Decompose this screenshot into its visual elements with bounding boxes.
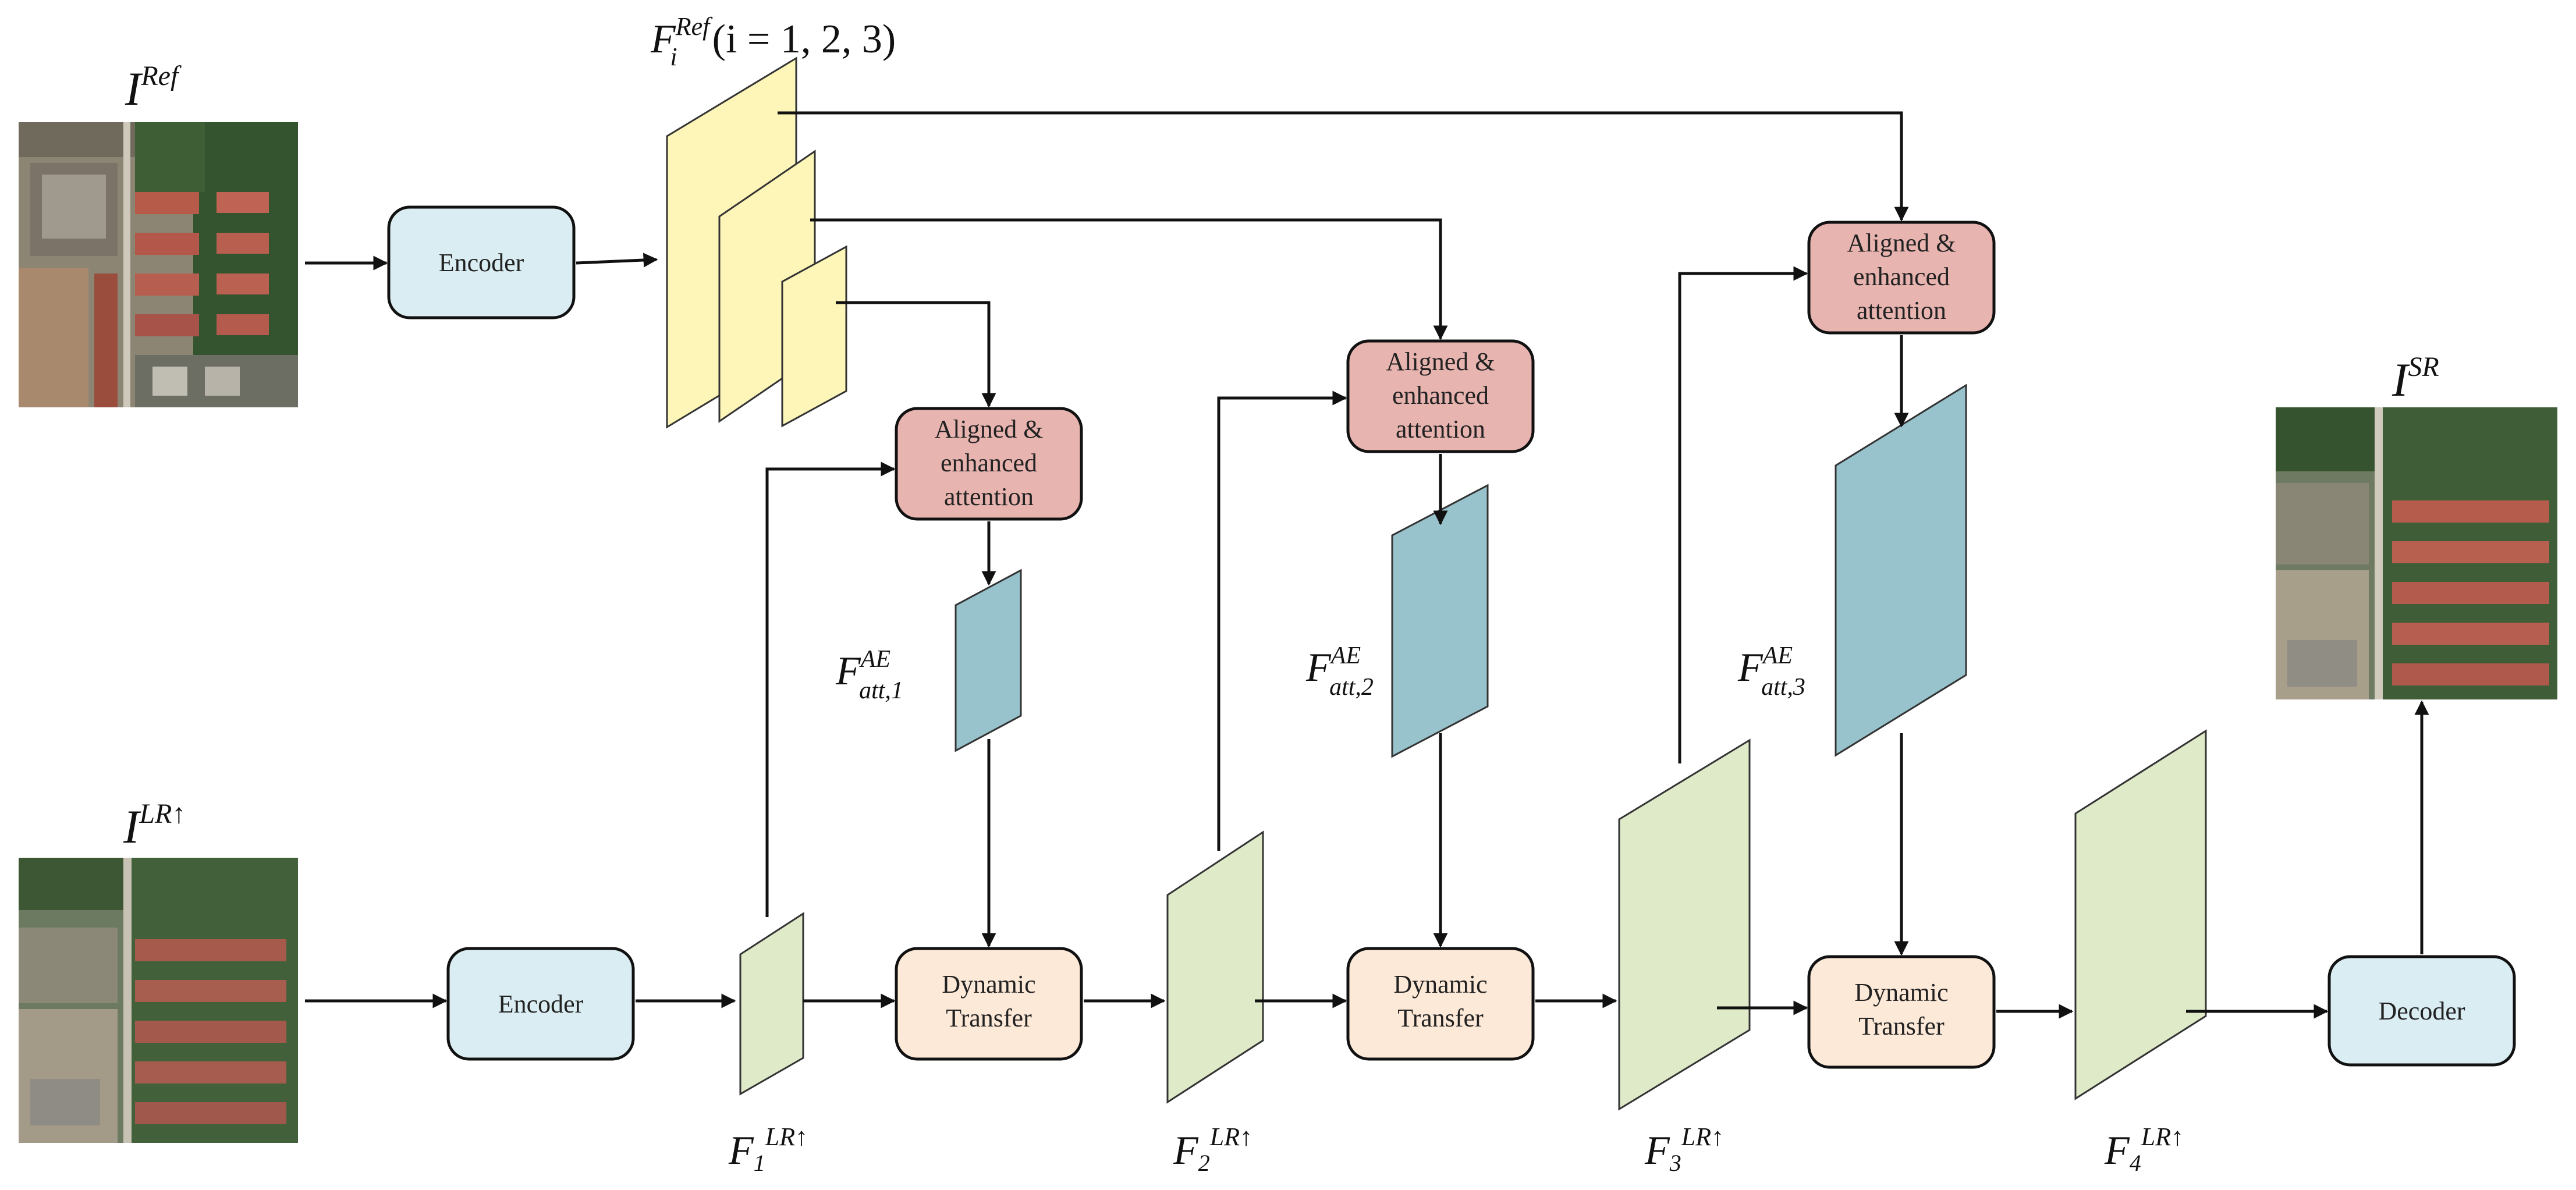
- att-feature-map-2: [1391, 484, 1489, 758]
- svg-text:Decoder: Decoder: [2378, 997, 2465, 1025]
- svg-text:Transfer: Transfer: [1397, 1004, 1484, 1032]
- svg-text:enhanced: enhanced: [1853, 262, 1950, 291]
- svg-text:Dynamic: Dynamic: [942, 970, 1035, 999]
- svg-text:Dynamic: Dynamic: [1854, 978, 1948, 1007]
- svg-text:Transfer: Transfer: [946, 1004, 1032, 1032]
- svg-text:attention: attention: [1857, 296, 1946, 325]
- svg-text:Aligned &: Aligned &: [1847, 229, 1956, 257]
- label-f-lr-3: F3LR↑: [1644, 1122, 1724, 1176]
- reference-image: [19, 122, 298, 407]
- encoder-ref-box: Encoder: [387, 205, 576, 319]
- lr-feature-map-2: [1166, 830, 1264, 1104]
- svg-text:enhanced: enhanced: [941, 449, 1037, 477]
- lr-feature-map-3: [1618, 738, 1751, 1111]
- low-resolution-image: [19, 858, 298, 1143]
- att-feature-map-1: [955, 569, 1022, 752]
- label-f-lr-1: F1LR↑: [728, 1122, 808, 1176]
- dynamic-transfer-box-1: Dynamic Transfer: [895, 947, 1083, 1061]
- decoder-box: Decoder: [2327, 955, 2516, 1067]
- edge-lr-feature-1-to-attention-1: [765, 461, 896, 917]
- svg-text:enhanced: enhanced: [1392, 381, 1489, 410]
- att-feature-map-3: [1835, 383, 1967, 757]
- svg-text:attention: attention: [1396, 415, 1485, 443]
- edge-ref-feature-1-to-attention-3: [778, 111, 1909, 222]
- edge-ref-feature-3-to-attention-1: [836, 301, 996, 408]
- dynamic-transfer-box-3: Dynamic Transfer: [1807, 955, 1996, 1069]
- edge-ref-feature-2-to-attention-2: [810, 218, 1448, 340]
- lr-feature-map-1: [739, 912, 804, 1096]
- svg-text:attention: attention: [944, 482, 1034, 511]
- label-f-lr-4: F4LR↑: [2104, 1122, 2184, 1176]
- lr-feature-map-4: [2074, 729, 2207, 1100]
- aligned-attention-box-2: Aligned & enhanced attention: [1346, 339, 1535, 453]
- label-i-sr: ISR: [2392, 351, 2439, 406]
- ref-feature-map-3: [781, 245, 847, 428]
- svg-text:Encoder: Encoder: [498, 990, 584, 1018]
- dynamic-transfer-box-2: Dynamic Transfer: [1346, 947, 1535, 1061]
- super-resolved-image: [2276, 407, 2557, 699]
- edge-encoder-to-ref-features: [576, 253, 658, 268]
- svg-text:Transfer: Transfer: [1858, 1012, 1945, 1040]
- label-i-lr: ILR↑: [123, 798, 186, 853]
- aligned-attention-box-3: Aligned & enhanced attention: [1807, 221, 1996, 335]
- edge-lr-feature-3-to-attention-3: [1678, 266, 1808, 763]
- label-f-lr-2: F2LR↑: [1173, 1122, 1252, 1176]
- encoder-lr-box: Encoder: [446, 947, 635, 1061]
- aligned-attention-box-1: Aligned & enhanced attention: [895, 407, 1083, 521]
- svg-text:Aligned &: Aligned &: [1386, 347, 1495, 376]
- svg-text:Encoder: Encoder: [439, 248, 524, 277]
- edge-lr-feature-2-to-attention-2: [1217, 390, 1347, 851]
- svg-text:Aligned &: Aligned &: [935, 415, 1044, 443]
- label-i-ref: IRef: [125, 61, 182, 115]
- svg-text:Dynamic: Dynamic: [1393, 970, 1487, 999]
